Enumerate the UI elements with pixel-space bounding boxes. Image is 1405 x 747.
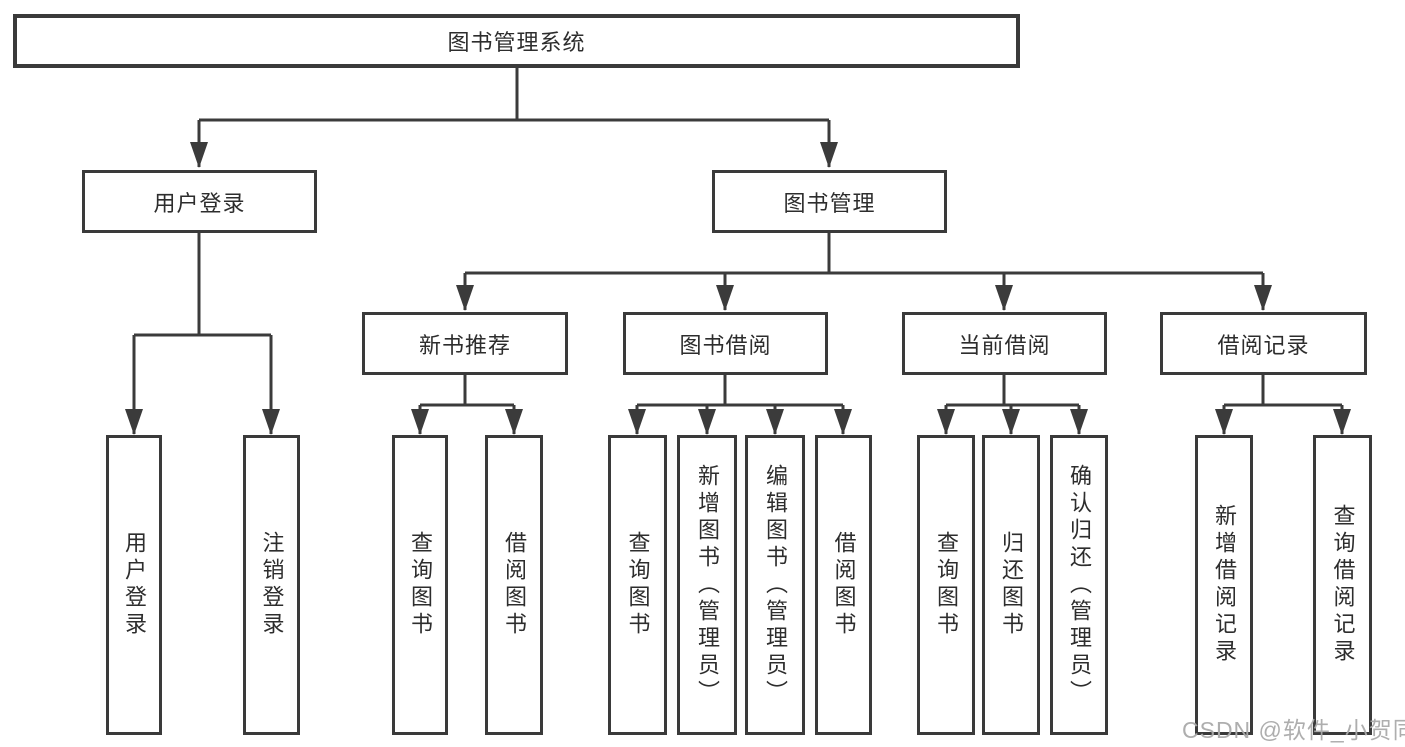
leaf-add-book-admin-label: 新增图书（管理员） bbox=[695, 463, 720, 707]
leaf-borrowing-borrow-books-label: 借阅图书 bbox=[831, 531, 857, 639]
leaf-return-books: 归还图书 bbox=[982, 435, 1040, 735]
node-current-borrowing: 当前借阅 bbox=[902, 312, 1107, 375]
leaf-confirm-return-admin: 确认归还（管理员） bbox=[1050, 435, 1108, 735]
leaf-add-book-admin: 新增图书（管理员） bbox=[677, 435, 737, 735]
leaf-edit-book-admin: 编辑图书（管理员） bbox=[745, 435, 805, 735]
leaf-recommend-query-books-label: 查询图书 bbox=[408, 531, 433, 639]
node-root-label: 图书管理系统 bbox=[447, 30, 586, 55]
leaf-recommend-borrow-books: 借阅图书 bbox=[485, 435, 543, 735]
leaf-query-borrow-record: 查询借阅记录 bbox=[1313, 435, 1372, 735]
leaf-recommend-borrow-books-label: 借阅图书 bbox=[502, 531, 527, 639]
node-user-login: 用户登录 bbox=[82, 170, 317, 233]
leaf-user-login-label: 用户登录 bbox=[122, 531, 147, 639]
node-book-borrowing: 图书借阅 bbox=[623, 312, 828, 375]
leaf-edit-book-admin-label: 编辑图书（管理员） bbox=[763, 463, 788, 707]
node-user-login-label: 用户登录 bbox=[153, 190, 246, 216]
leaf-current-query-books: 查询图书 bbox=[917, 435, 975, 735]
leaf-return-books-label: 归还图书 bbox=[999, 531, 1024, 639]
leaf-current-query-books-label: 查询图书 bbox=[934, 531, 959, 639]
leaf-recommend-query-books: 查询图书 bbox=[392, 435, 448, 735]
leaf-logout-label: 注销登录 bbox=[259, 531, 285, 639]
node-current-borrowing-label: 当前借阅 bbox=[958, 332, 1051, 358]
leaf-user-login: 用户登录 bbox=[106, 435, 162, 735]
leaf-add-borrow-record-label: 新增借阅记录 bbox=[1212, 504, 1237, 666]
node-book-borrowing-label: 图书借阅 bbox=[679, 332, 772, 358]
node-borrow-records-label: 借阅记录 bbox=[1217, 332, 1310, 358]
node-book-management: 图书管理 bbox=[712, 170, 947, 233]
leaf-logout: 注销登录 bbox=[243, 435, 300, 735]
node-new-book-recommend-label: 新书推荐 bbox=[418, 332, 511, 358]
leaf-add-borrow-record: 新增借阅记录 bbox=[1195, 435, 1253, 735]
leaf-borrowing-query-books-label: 查询图书 bbox=[625, 531, 651, 639]
leaf-borrowing-borrow-books: 借阅图书 bbox=[815, 435, 872, 735]
csdn-watermark: CSDN @软件_小贺同学 bbox=[1182, 717, 1405, 743]
leaf-confirm-return-admin-label: 确认归还（管理员） bbox=[1067, 463, 1092, 707]
node-new-book-recommend: 新书推荐 bbox=[362, 312, 568, 375]
node-root: 图书管理系统 bbox=[13, 14, 1020, 68]
leaf-borrowing-query-books: 查询图书 bbox=[608, 435, 667, 735]
node-book-management-label: 图书管理 bbox=[783, 190, 876, 216]
node-borrow-records: 借阅记录 bbox=[1160, 312, 1367, 375]
leaf-query-borrow-record-label: 查询借阅记录 bbox=[1330, 504, 1356, 666]
